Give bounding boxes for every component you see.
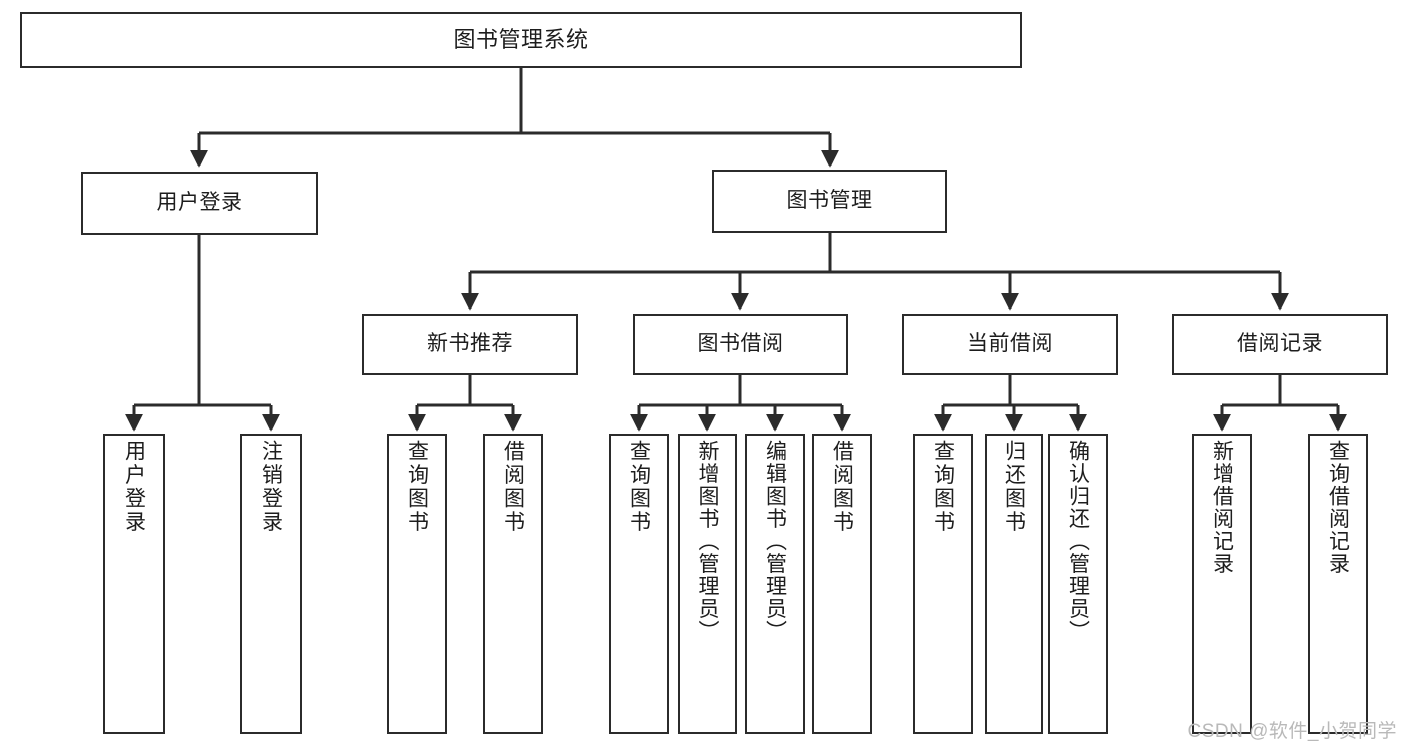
- node-label: 查询借阅记录: [1326, 440, 1350, 575]
- node-label: 用户登录: [156, 191, 243, 215]
- node-label: 借阅记录: [1237, 332, 1323, 356]
- node-label: 借阅图书: [501, 440, 525, 534]
- leaf-query-book-borrow[interactable]: 查询图书: [609, 434, 669, 734]
- node-label: 借阅图书: [830, 440, 854, 534]
- node-root-system[interactable]: 图书管理系统: [20, 12, 1022, 68]
- node-label: 编辑图书（管理员）: [763, 440, 787, 643]
- node-label: 查询图书: [931, 440, 955, 534]
- node-label: 新增借阅记录: [1210, 440, 1234, 575]
- leaf-logout[interactable]: 注销登录: [240, 434, 302, 734]
- node-label: 查询图书: [405, 440, 429, 534]
- node-label: 当前借阅: [967, 332, 1053, 356]
- node-borrow-record[interactable]: 借阅记录: [1172, 314, 1388, 375]
- leaf-borrow-book[interactable]: 借阅图书: [812, 434, 872, 734]
- node-user-login[interactable]: 用户登录: [81, 172, 318, 235]
- node-current-borrow[interactable]: 当前借阅: [902, 314, 1118, 375]
- node-new-book-recommend[interactable]: 新书推荐: [362, 314, 578, 375]
- node-label: 查询图书: [627, 440, 651, 534]
- node-label: 确认归还（管理员）: [1066, 440, 1090, 643]
- node-label: 注销登录: [259, 440, 283, 534]
- node-label: 图书借阅: [697, 332, 784, 356]
- leaf-query-borrow-record[interactable]: 查询借阅记录: [1308, 434, 1368, 734]
- leaf-edit-book-admin[interactable]: 编辑图书（管理员）: [745, 434, 805, 734]
- node-label: 图书管理: [786, 189, 873, 213]
- leaf-add-borrow-record[interactable]: 新增借阅记录: [1192, 434, 1252, 734]
- leaf-user-login[interactable]: 用户登录: [103, 434, 165, 734]
- leaf-return-book[interactable]: 归还图书: [985, 434, 1043, 734]
- leaf-query-book-recommend[interactable]: 查询图书: [387, 434, 447, 734]
- leaf-confirm-return-admin[interactable]: 确认归还（管理员）: [1048, 434, 1108, 734]
- node-book-management[interactable]: 图书管理: [712, 170, 947, 233]
- watermark-text: CSDN @软件_小贺同学: [1187, 721, 1397, 742]
- leaf-query-book-current[interactable]: 查询图书: [913, 434, 973, 734]
- node-label: 新增图书（管理员）: [696, 440, 719, 643]
- leaf-add-book-admin[interactable]: 新增图书（管理员）: [678, 434, 737, 734]
- node-label: 图书管理系统: [453, 27, 589, 53]
- node-label: 新书推荐: [427, 332, 513, 356]
- leaf-borrow-book-recommend[interactable]: 借阅图书: [483, 434, 543, 734]
- node-label: 归还图书: [1002, 440, 1026, 534]
- node-label: 用户登录: [122, 440, 146, 534]
- node-book-borrow[interactable]: 图书借阅: [633, 314, 848, 375]
